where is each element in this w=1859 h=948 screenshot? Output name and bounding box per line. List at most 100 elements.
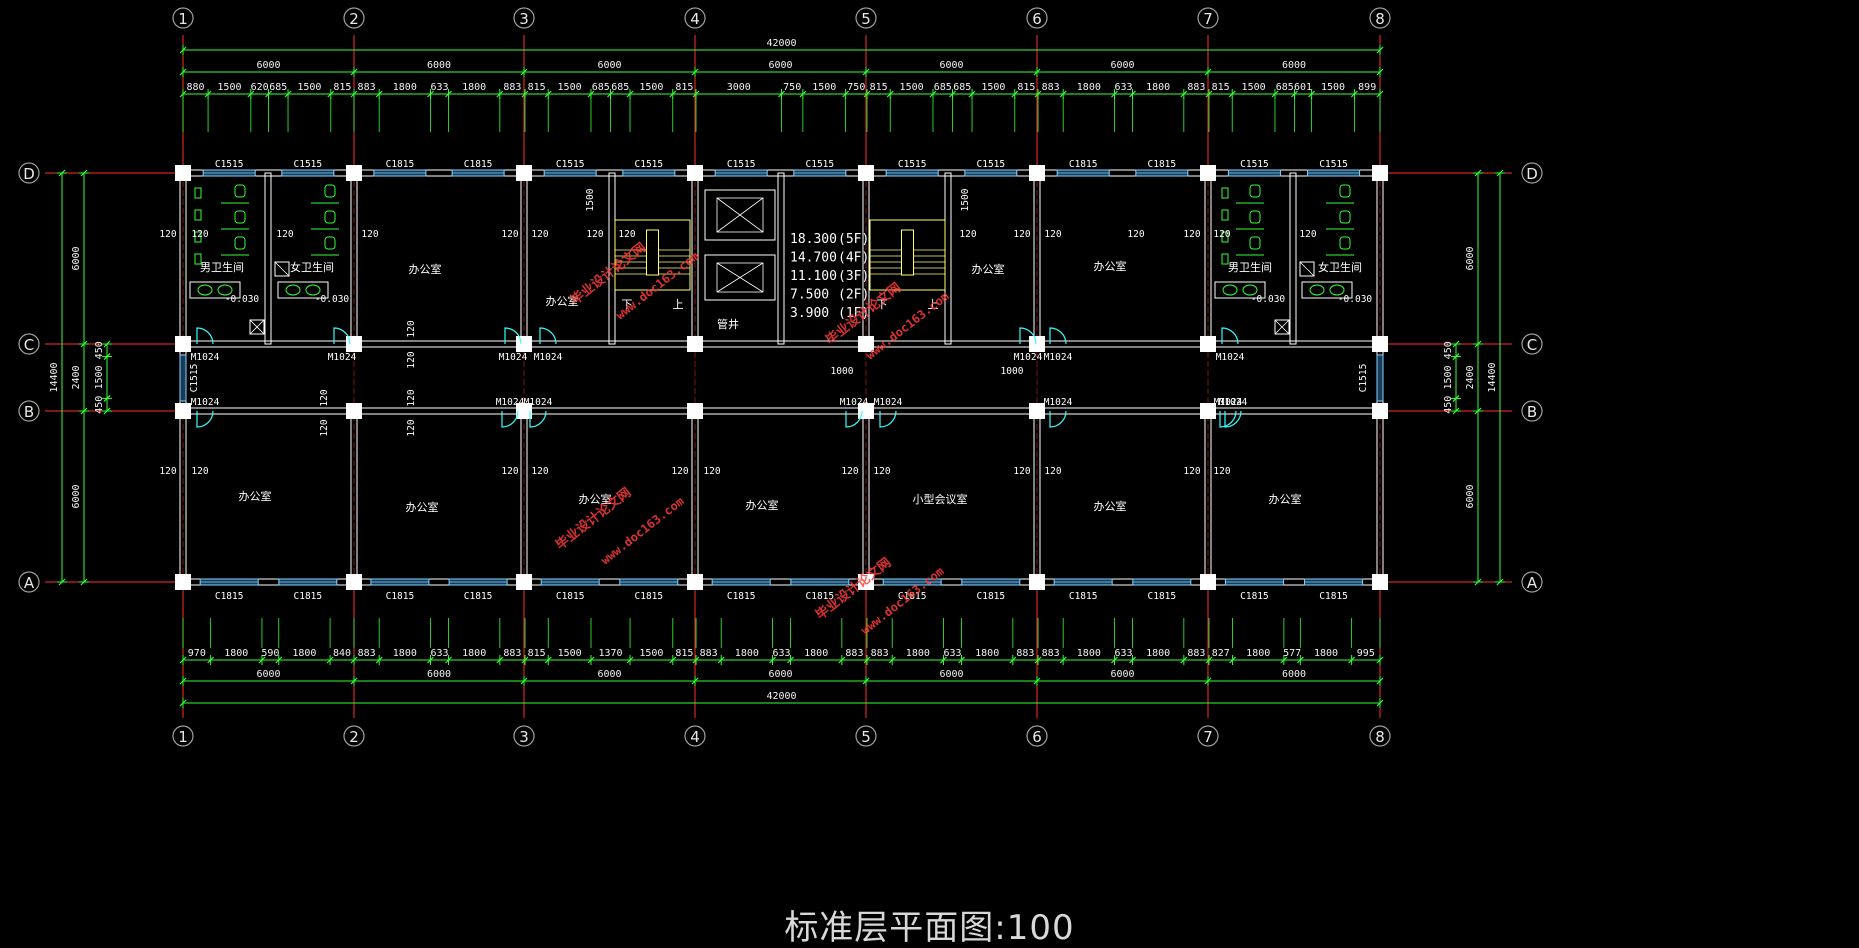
dim-bottom-detail-tick bbox=[1348, 656, 1356, 664]
axis-circle bbox=[172, 725, 194, 747]
door-swing bbox=[196, 410, 214, 428]
wall-thickness-label: 120 bbox=[1044, 229, 1061, 240]
room-label-office_a_7: 办公室 bbox=[1269, 492, 1302, 506]
dim-top-detail-tick bbox=[1376, 90, 1384, 98]
dim-top-detail-value: 1500 bbox=[1242, 82, 1266, 93]
room-label-office_d_3_4: 办公室 bbox=[546, 294, 579, 308]
dim-right-corridor-value: 1500 bbox=[1443, 365, 1454, 389]
door: M1024 bbox=[496, 397, 525, 428]
dim-top-detail-tick bbox=[496, 90, 504, 98]
axis-circle bbox=[18, 400, 40, 422]
window-label: C1815 bbox=[1148, 159, 1177, 170]
axis-label: A bbox=[1527, 574, 1538, 592]
column bbox=[516, 165, 532, 181]
dim-bottom-bay-tick bbox=[691, 677, 699, 685]
door: M1024 bbox=[1214, 397, 1243, 428]
toilet-level-label: -0.030 bbox=[315, 294, 350, 305]
window-label: C1815 bbox=[464, 591, 493, 602]
dim-left-corridor-value: 450 bbox=[94, 396, 105, 414]
dim-bottom-detail-tick bbox=[1296, 656, 1304, 664]
door-swing bbox=[196, 327, 214, 345]
dim-top-detail-tick bbox=[1059, 90, 1067, 98]
window-label: C1815 bbox=[1319, 591, 1348, 602]
dim-bottom-detail-value: 883 bbox=[871, 648, 889, 659]
axis-label: C bbox=[1527, 336, 1537, 354]
dim-bottom-bay-value: 6000 bbox=[256, 669, 280, 680]
dim-left-span-tick bbox=[80, 169, 88, 177]
column bbox=[1029, 165, 1045, 181]
axis-circle bbox=[1521, 571, 1543, 593]
dim-bottom-total-value: 42000 bbox=[766, 691, 796, 702]
window-label: C1815 bbox=[898, 591, 927, 602]
axis-circle bbox=[855, 725, 877, 747]
axis-bubble-6: 6 bbox=[1026, 7, 1048, 29]
toilet-fixture bbox=[1339, 210, 1351, 224]
axis-bubble-1: 1 bbox=[172, 725, 194, 747]
floor-drain-x bbox=[249, 319, 265, 335]
dim-top-detail-tick bbox=[949, 90, 956, 98]
dim-bottom-detail-tick bbox=[669, 656, 677, 664]
window-label: C1815 bbox=[1240, 591, 1269, 602]
dim-top-total-tick bbox=[179, 46, 187, 54]
sink-basin bbox=[197, 284, 213, 296]
door: M1024 bbox=[191, 397, 220, 428]
sink-basin bbox=[1329, 284, 1345, 296]
dim-top-detail-tick bbox=[1228, 90, 1236, 98]
dim-top-detail-tick bbox=[929, 90, 937, 98]
sink-basin bbox=[1222, 284, 1238, 296]
dim-top-detail-value: 1500 bbox=[558, 82, 582, 93]
elevators bbox=[704, 189, 776, 301]
dim-bottom-detail-tick bbox=[1180, 656, 1188, 664]
dim-top-bay-value: 6000 bbox=[427, 60, 451, 71]
dim-top-detail-value: 815 bbox=[675, 82, 693, 93]
column bbox=[1372, 165, 1388, 181]
floor-drain bbox=[1274, 319, 1290, 335]
axis-label: 3 bbox=[519, 10, 529, 28]
toilet-fixture bbox=[234, 236, 246, 250]
dim-bottom-detail-tick bbox=[544, 656, 552, 664]
wall-thickness-label: 120 bbox=[361, 229, 378, 240]
axis-circle bbox=[684, 7, 706, 29]
axis-circle bbox=[18, 162, 40, 184]
dim-bottom-detail-tick bbox=[1229, 656, 1237, 664]
dim-top-detail-tick bbox=[204, 90, 212, 98]
axis-circle bbox=[18, 571, 40, 593]
window: C1815 bbox=[540, 578, 600, 602]
dim-top-bay-value: 6000 bbox=[1282, 60, 1306, 71]
dim-right-corridor-tick bbox=[1452, 407, 1460, 415]
wall-v bbox=[777, 172, 785, 345]
wall-thickness-label: 120 bbox=[406, 320, 417, 337]
axis-circle bbox=[684, 725, 706, 747]
door: M1024 bbox=[1014, 327, 1043, 363]
dim-bottom-bay-value: 6000 bbox=[597, 669, 621, 680]
wall-thickness-label: 120 bbox=[1013, 466, 1030, 477]
dim-top-detail-tick bbox=[692, 90, 700, 98]
dim-bottom-detail-tick bbox=[207, 656, 215, 664]
elevation-floor: (2F) bbox=[838, 288, 869, 303]
dim-bottom-detail-tick bbox=[1111, 656, 1118, 664]
dim-bottom-detail-tick bbox=[787, 656, 794, 664]
axis-label: C bbox=[24, 336, 34, 354]
window-label: C1815 bbox=[294, 591, 323, 602]
dim-top-detail-value: 815 bbox=[870, 82, 888, 93]
axis-circle bbox=[343, 7, 365, 29]
dim-top-bay-tick bbox=[350, 68, 358, 76]
room-label-toilet_women_right: 女卫生间 bbox=[1318, 260, 1362, 274]
wall-thickness-label: 120 bbox=[1013, 229, 1030, 240]
dim-top-detail-tick bbox=[445, 90, 452, 98]
dim-bottom-detail-tick bbox=[769, 656, 776, 664]
axis-bubble-2: 2 bbox=[343, 725, 365, 747]
wall-thickness-label: 120 bbox=[319, 419, 330, 436]
dim-bottom-bay-tick bbox=[179, 677, 187, 685]
column bbox=[1200, 165, 1216, 181]
axis-circle bbox=[513, 7, 535, 29]
stairs: 下上下上 bbox=[614, 219, 946, 311]
toilet-fixture bbox=[234, 210, 246, 224]
window-label: C1515 bbox=[806, 159, 835, 170]
dim-top-detail-value: 685 bbox=[953, 82, 971, 93]
dim-bottom-detail-tick bbox=[1376, 656, 1384, 664]
axis-circle bbox=[1197, 725, 1219, 747]
wall-thickness-label: 120 bbox=[191, 466, 208, 477]
wall-v bbox=[1289, 172, 1297, 345]
window: C1515 bbox=[1227, 159, 1281, 177]
